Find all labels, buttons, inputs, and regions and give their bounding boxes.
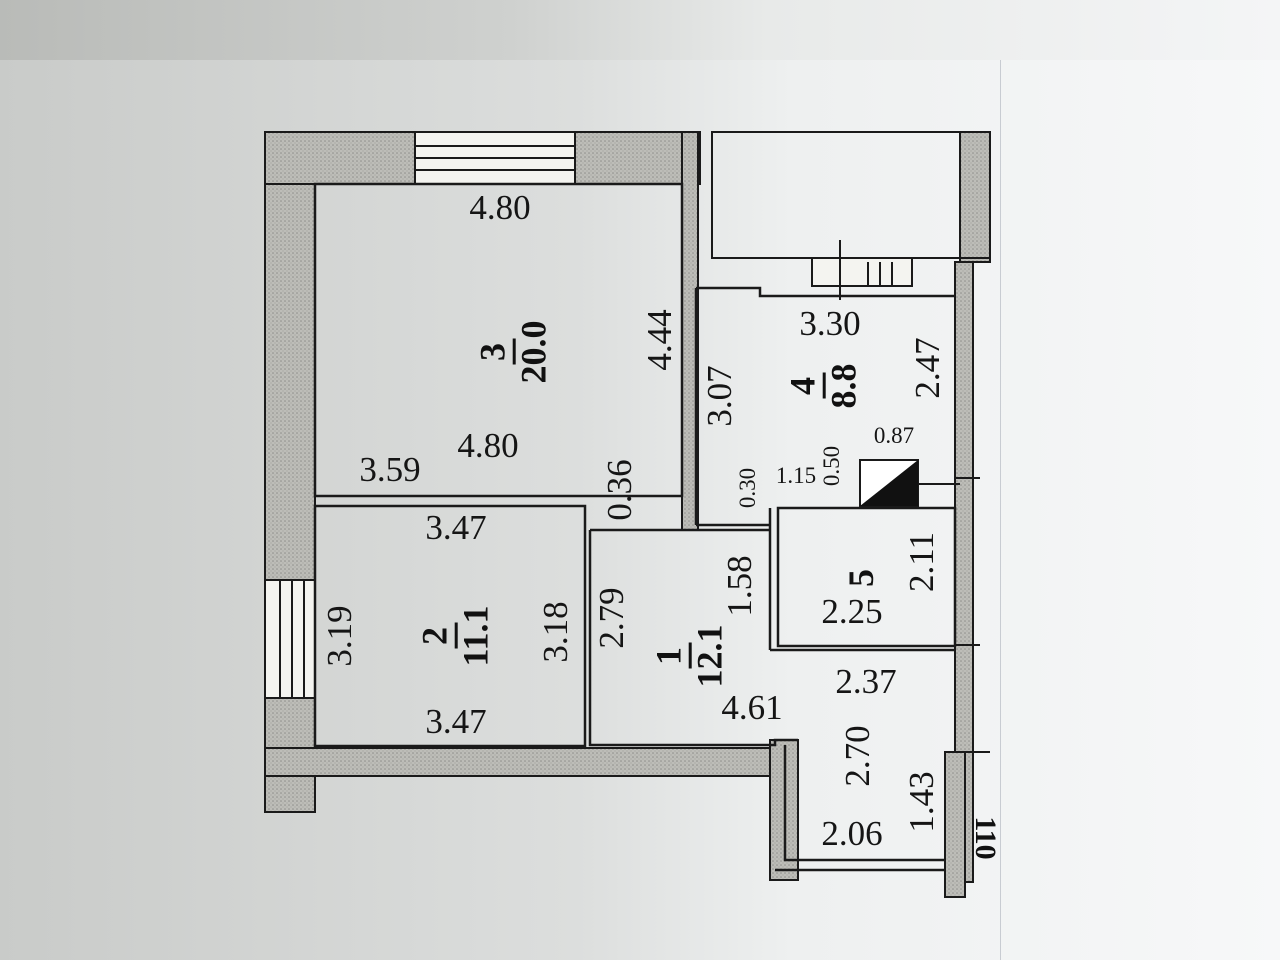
interior-walls <box>313 182 957 872</box>
room-3-outline <box>313 182 684 498</box>
dim-hall-158: 1.58 <box>720 555 759 617</box>
room-3-number: 3 <box>473 339 516 365</box>
dim-room2-left: 3.19 <box>320 605 359 667</box>
room-5-label: 5 <box>841 569 882 587</box>
room-2-outline <box>313 504 587 748</box>
dim-room4-left: 3.07 <box>700 365 739 427</box>
dim-room2-top: 3.47 <box>425 508 487 547</box>
dim-room3-top: 4.80 <box>469 188 531 227</box>
dim-room3-bottom: 4.80 <box>457 426 519 465</box>
dim-corridor-143: 1.43 <box>902 771 941 833</box>
dim-vent-115: 1.15 <box>775 463 817 488</box>
dim-room2-right: 3.18 <box>536 601 575 663</box>
balcony-door <box>811 240 913 300</box>
room-3-label: 3 20.0 <box>473 320 554 384</box>
room-5-number: 5 <box>841 569 882 587</box>
dim-hall-279: 2.79 <box>592 587 631 649</box>
wall-bottom <box>264 747 791 777</box>
room-2-label: 2 11.1 <box>415 605 496 667</box>
room-4-number: 4 <box>783 373 826 399</box>
room-1-label: 1 12.1 <box>649 624 730 688</box>
dim-corridor-206: 2.06 <box>821 814 883 853</box>
dim-corridor-270: 2.70 <box>838 725 877 787</box>
dim-room4-top: 3.30 <box>799 304 861 343</box>
room-4-area: 8.8 <box>823 363 864 409</box>
room-2-number: 2 <box>415 623 458 650</box>
wall-top-right <box>574 131 701 185</box>
dim-room5-right: 2.11 <box>902 532 941 592</box>
dim-room3-right: 4.44 <box>640 309 679 371</box>
room-4-label: 4 8.8 <box>783 363 864 409</box>
wall-right <box>944 261 974 898</box>
dim-wall-036: 0.36 <box>600 459 639 521</box>
dim-room4-right: 2.47 <box>908 337 947 399</box>
room-2-area: 11.1 <box>455 605 496 667</box>
room-3-area: 20.0 <box>513 320 554 384</box>
balcony <box>711 131 991 263</box>
room-1-outline <box>588 530 798 747</box>
room-5-outline <box>776 506 957 648</box>
wall-ticks <box>945 477 990 753</box>
sheet-code: 110 <box>969 816 1002 860</box>
dim-vent-087: 0.87 <box>873 423 915 448</box>
wall-left <box>264 131 316 813</box>
dim-room2-bottom: 3.47 <box>425 702 487 741</box>
dim-wall-030: 0.30 <box>735 467 760 509</box>
paper-sheet <box>0 60 1280 960</box>
dim-hall-461: 4.61 <box>721 688 783 727</box>
window-left <box>264 579 316 699</box>
vent-shaft <box>859 459 960 507</box>
paper-margin-line <box>1000 60 1001 960</box>
room-1-area: 12.1 <box>689 624 730 688</box>
dim-room5-area: 2.25 <box>821 592 883 631</box>
wall-top-left <box>264 131 416 185</box>
dim-corridor-237: 2.37 <box>835 662 897 701</box>
room-1-number: 1 <box>649 643 692 669</box>
window-top <box>414 131 576 185</box>
dim-room3-left: 3.59 <box>359 450 421 489</box>
dim-vent-050: 0.50 <box>819 445 844 487</box>
